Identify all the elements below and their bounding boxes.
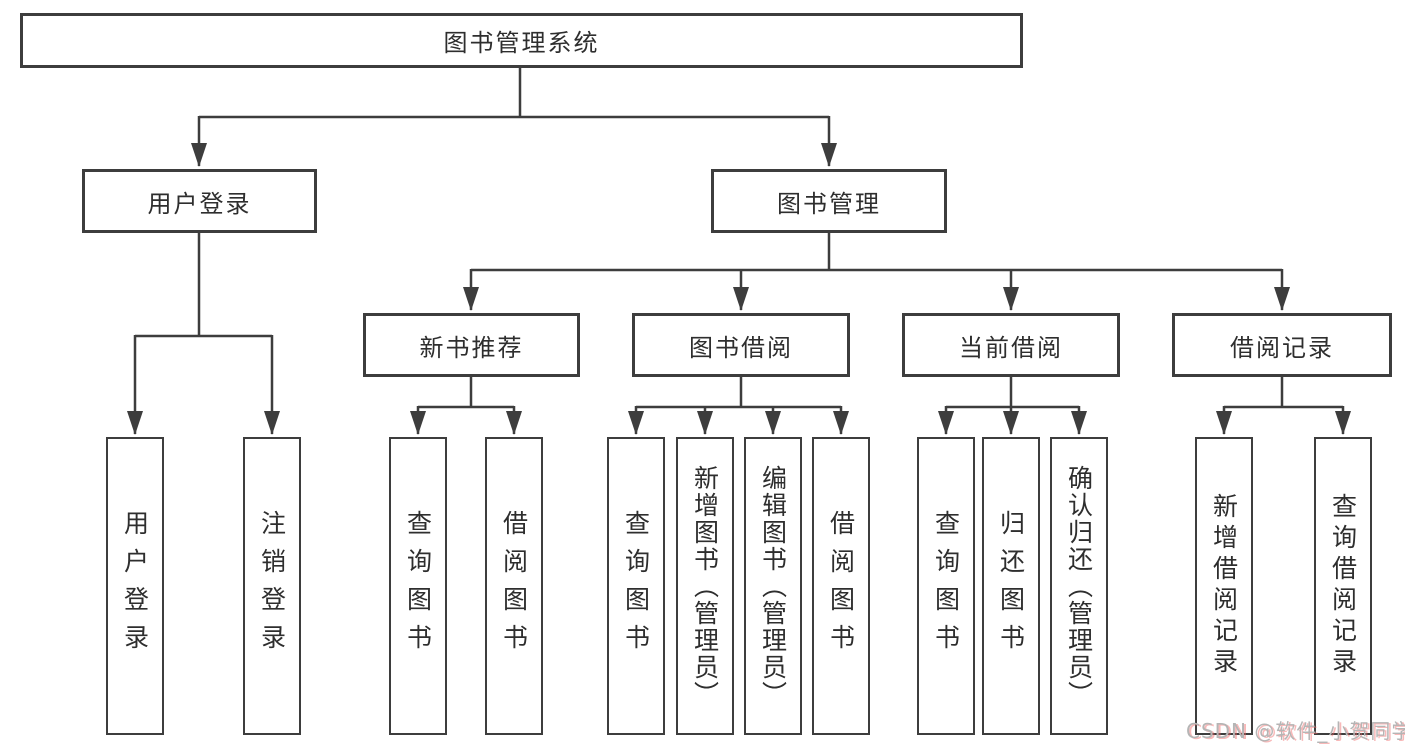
node-label: 图书管理系统 — [443, 29, 600, 57]
leaf-logout: 注销登录 — [243, 437, 301, 735]
leaf-borrowing-query-books: 查询图书 — [607, 437, 665, 735]
leaf-records-add-record: 新增借阅记录 — [1195, 437, 1253, 735]
node-new-book-recommendation: 新书推荐 — [363, 313, 580, 377]
node-label: 图书借阅 — [689, 333, 793, 362]
node-label: 归还图书 — [996, 510, 1026, 662]
leaf-records-query-record: 查询借阅记录 — [1314, 437, 1372, 735]
node-label: 借阅图书 — [826, 510, 856, 662]
leaf-borrowing-edit-book-admin: 编辑图书（管理员） — [744, 437, 802, 735]
leaf-borrowing-borrow-books: 借阅图书 — [812, 437, 870, 735]
node-label: 查询图书 — [621, 510, 651, 662]
node-label: 新书推荐 — [419, 333, 524, 362]
leaf-current-return-books: 归还图书 — [982, 437, 1040, 735]
node-label: 查询图书 — [403, 510, 433, 662]
leaf-user-login: 用户登录 — [106, 437, 164, 735]
node-label: 查询借阅记录 — [1328, 493, 1358, 679]
node-label: 用户登录 — [120, 510, 150, 662]
node-label: 图书管理 — [777, 189, 881, 218]
node-borrowing-records: 借阅记录 — [1172, 313, 1392, 377]
leaf-borrowing-add-book-admin: 新增图书（管理员） — [676, 437, 734, 735]
node-label: 新增图书（管理员） — [690, 464, 720, 708]
node-label: 编辑图书（管理员） — [758, 464, 788, 708]
node-label: 借阅图书 — [499, 510, 529, 662]
leaf-newbooks-query-books: 查询图书 — [389, 437, 447, 735]
node-book-borrowing: 图书借阅 — [632, 313, 850, 377]
node-current-borrowing: 当前借阅 — [902, 313, 1120, 377]
leaf-current-confirm-return-admin: 确认归还（管理员） — [1050, 437, 1108, 735]
node-label: 注销登录 — [257, 510, 287, 662]
node-label: 确认归还（管理员） — [1064, 464, 1094, 708]
leaf-current-query-books: 查询图书 — [917, 437, 975, 735]
watermark-csdn: CSDN @软件_小贺同学 — [1186, 719, 1405, 743]
leaf-newbooks-borrow-books: 借阅图书 — [485, 437, 543, 735]
node-user-login: 用户登录 — [82, 169, 317, 233]
node-label: 新增借阅记录 — [1209, 493, 1239, 679]
node-label: 查询图书 — [931, 510, 961, 662]
node-label: 借阅记录 — [1230, 333, 1334, 362]
node-label: 当前借阅 — [959, 333, 1063, 362]
node-library-system: 图书管理系统 — [20, 13, 1023, 68]
node-label: 用户登录 — [147, 189, 252, 218]
node-book-management: 图书管理 — [711, 169, 947, 233]
